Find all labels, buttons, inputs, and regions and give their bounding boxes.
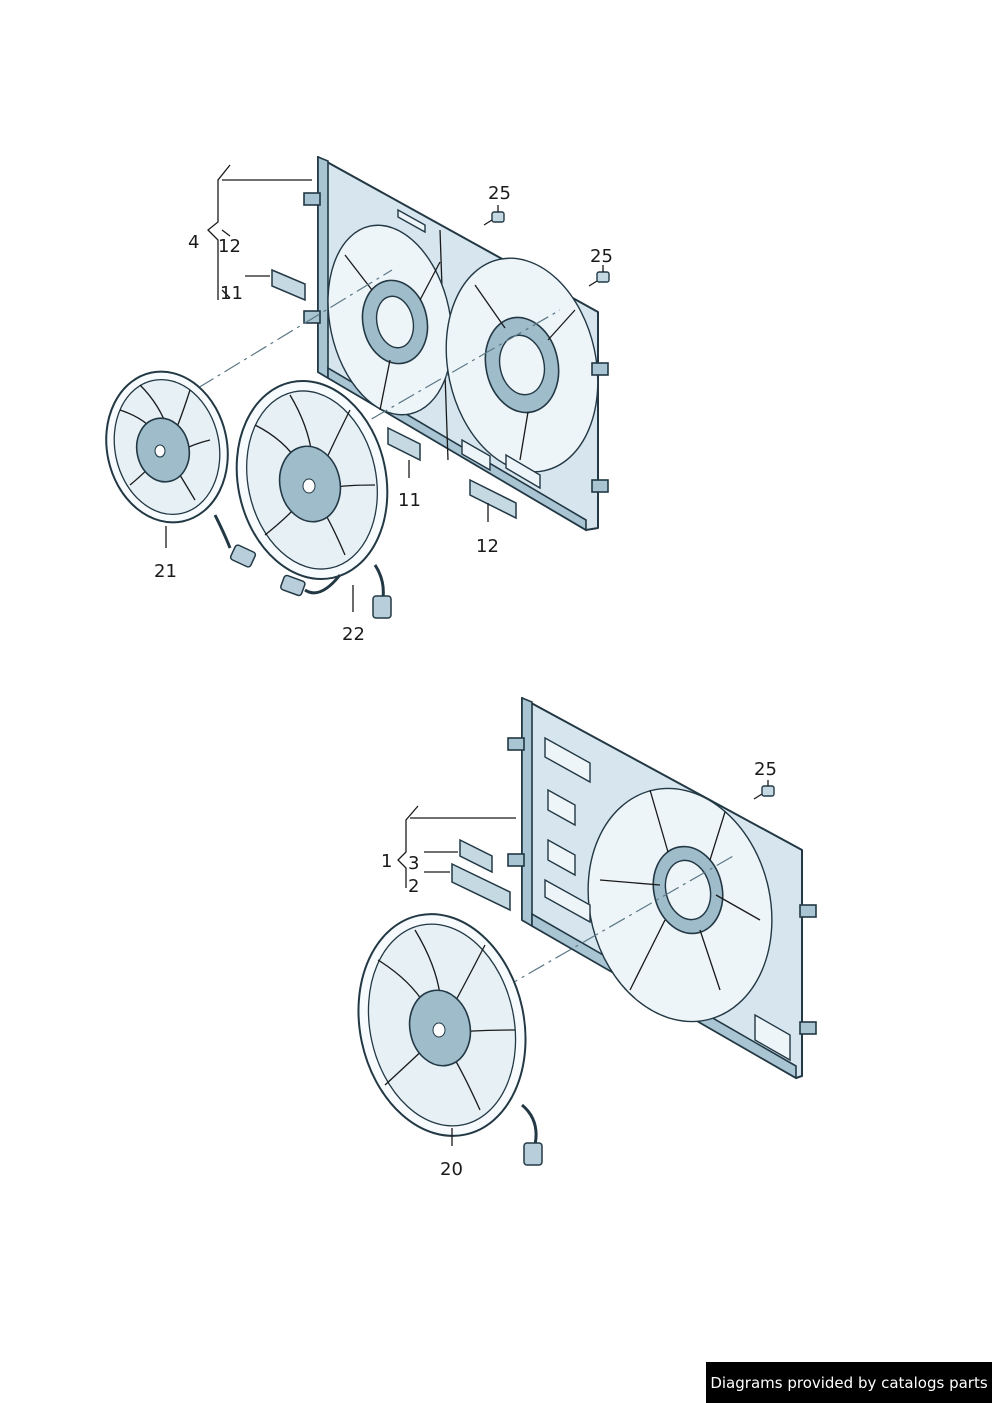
- bolt-25-upper-right: [588, 271, 610, 287]
- callout-25-right: 25: [590, 246, 613, 267]
- callout-20: 20: [440, 1159, 463, 1180]
- strip-11-left: [271, 268, 306, 302]
- fan-22: [235, 379, 392, 619]
- bolt-25-upper-left: [483, 211, 505, 226]
- callout-21: 21: [154, 561, 177, 582]
- callout-22: 22: [342, 624, 365, 645]
- single-fan-shroud: [507, 696, 817, 1080]
- fan-21: [105, 370, 257, 568]
- callout-3: 3: [408, 853, 419, 874]
- upper-leader-lines: [165, 164, 604, 612]
- callout-25-left: 25: [488, 183, 511, 204]
- upper-assembly: 4 12 11 25 25 11 12 21 22: [105, 155, 613, 645]
- callout-12-lower: 12: [476, 536, 499, 557]
- callout-12-upper: 12: [218, 236, 241, 257]
- footer-credit: Diagrams provided by catalogs parts: [706, 1362, 992, 1403]
- callout-11-lower: 11: [398, 490, 421, 511]
- axis-line-left: [197, 269, 393, 389]
- callout-25-lower: 25: [754, 759, 777, 780]
- strip-2: [451, 862, 511, 912]
- callout-4: 4: [188, 232, 199, 253]
- footer-text: Diagrams provided by catalogs parts: [710, 1373, 988, 1392]
- strip-11-right: [387, 426, 421, 462]
- lower-assembly: 25 1 3 2 20: [357, 696, 817, 1180]
- strip-3: [459, 838, 493, 874]
- callout-11-upper: 11: [220, 283, 243, 304]
- callout-1: 1: [381, 851, 392, 872]
- fan-20: [357, 913, 543, 1166]
- bolt-25-lower: [753, 785, 775, 800]
- dual-fan-shroud: [303, 155, 609, 532]
- callout-2: 2: [408, 876, 419, 897]
- lower-leader-lines: [397, 780, 769, 1146]
- strip-12-right: [469, 478, 517, 520]
